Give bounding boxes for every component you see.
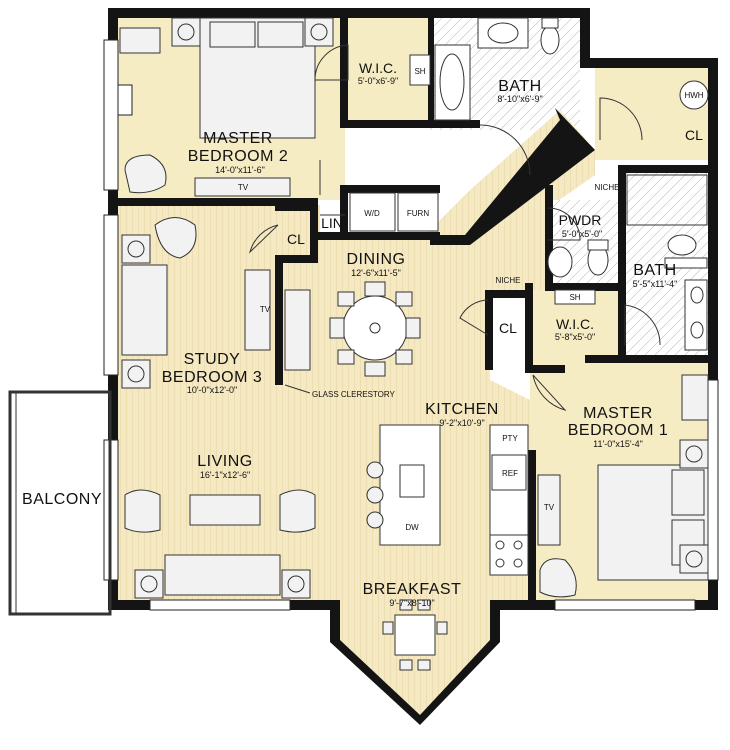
wd-label: W/D (364, 209, 380, 218)
pwdr-name: PWDR (559, 212, 602, 228)
study-name2: BEDROOM 3 (162, 369, 263, 386)
lin-label: LIN (321, 215, 343, 231)
master2-tv: TV (238, 183, 249, 192)
wic-top-dims: 5'-0"x6'-9" (358, 76, 398, 86)
breakfast-name: BREAKFAST (363, 581, 462, 598)
balcony-name: BALCONY (22, 491, 102, 508)
master2-name2: BEDROOM 2 (188, 148, 289, 165)
dw-label: DW (405, 523, 419, 532)
study-tv: TV (260, 305, 271, 314)
wic-mid-name: W.I.C. (556, 316, 594, 332)
niche-mid-label: NICHE (496, 276, 521, 285)
pwdr-dims: 5'-0"x5'-0" (562, 229, 602, 239)
furniture (119, 17, 709, 671)
doors (249, 97, 661, 411)
bath-right-dims: 5'-5"x11'-4" (633, 279, 678, 289)
glass-clerestory-label: GLASS CLERESTORY (312, 390, 396, 399)
master1-name1: MASTER (583, 405, 653, 422)
master1-dims: 11'-0"x15'-4" (593, 439, 643, 449)
wic-top-sh: SH (414, 67, 425, 76)
breakfast-dims: 9'-7"x8'-10" (389, 598, 434, 608)
wic-mid-sh: SH (569, 293, 580, 302)
living-dims: 16'-1"x12'-6" (200, 470, 250, 480)
cl-study-label: CL (287, 231, 305, 247)
ref-label: REF (502, 469, 518, 478)
balcony (8, 390, 112, 616)
furn-label: FURN (407, 209, 429, 218)
fixtures (314, 17, 709, 576)
bath-top-name: BATH (498, 78, 541, 95)
kitchen-dims: 9'-2"x10'-9" (439, 418, 484, 428)
wic-mid-dims: 5'-8"x5'-0" (555, 332, 595, 342)
bath-top-dims: 8'-10"x6'-9" (497, 94, 542, 104)
master1-tv: TV (544, 503, 555, 512)
study-dims: 10'-0"x12'-0" (187, 385, 237, 395)
wic-top-name: W.I.C. (359, 60, 397, 76)
windows (103, 39, 719, 611)
room-labels: MASTER BEDROOM 2 14'-0"x11'-6" TV W.I.C.… (22, 60, 704, 608)
master2-dims: 14'-0"x11'-6" (215, 165, 265, 175)
hwh-label: HWH (684, 91, 703, 100)
niche-top-label: NICHE (595, 183, 620, 192)
bath-right-name: BATH (633, 262, 676, 279)
kitchen-name: KITCHEN (425, 401, 499, 418)
cl-right-label: CL (685, 127, 703, 143)
living-name: LIVING (197, 453, 252, 470)
cl-kitchen-label: CL (499, 320, 517, 336)
master1-name2: BEDROOM 1 (568, 422, 669, 439)
pty-label: PTY (502, 434, 518, 443)
study-name1: STUDY (184, 351, 241, 368)
dining-dims: 12'-6"x11'-5" (351, 268, 401, 278)
dining-name: DINING (347, 251, 406, 268)
master2-name1: MASTER (203, 130, 273, 147)
